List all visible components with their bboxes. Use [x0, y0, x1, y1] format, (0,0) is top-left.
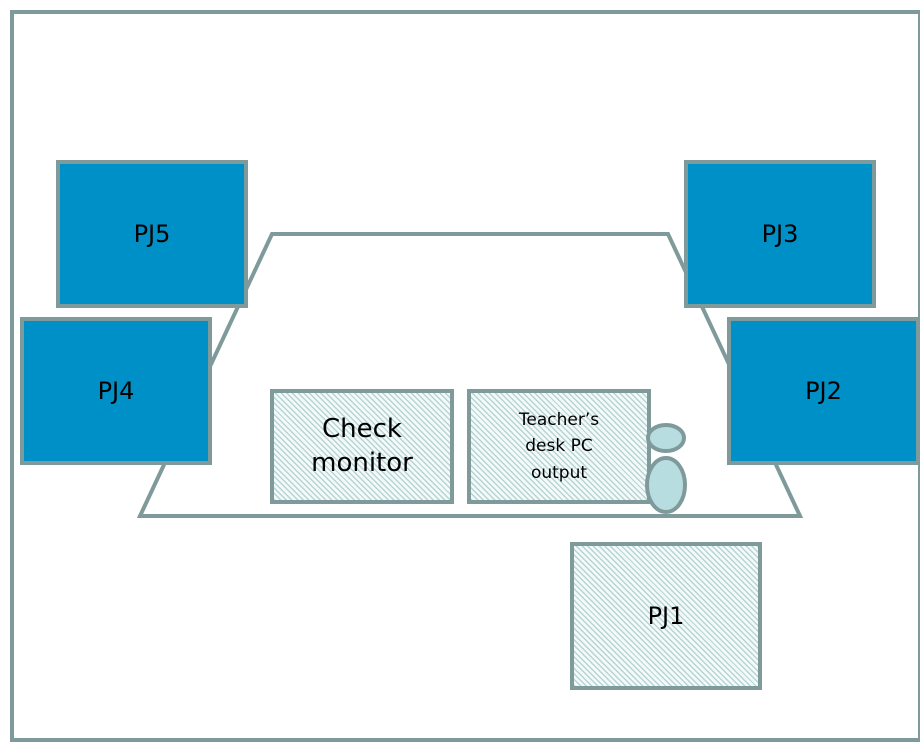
projector-pj1-label: PJ1 [647, 602, 685, 630]
projector-pj3-label: PJ3 [761, 220, 799, 248]
projector-pj1: PJ1 [570, 542, 762, 690]
projector-pj2-label: PJ2 [805, 377, 842, 405]
projector-pj3: PJ3 [684, 160, 876, 308]
check-monitor-label: Check monitor [311, 413, 413, 478]
projector-pj5: PJ5 [56, 160, 248, 308]
teacher-desk-pc-output: Teacher’s desk PC output [467, 389, 651, 504]
room-outline [10, 10, 920, 742]
projector-pj4-label: PJ4 [97, 377, 135, 405]
teacher-desk-pc-output-label: Teacher’s desk PC output [518, 409, 600, 483]
projector-pj5-label: PJ5 [133, 220, 171, 248]
projector-pj4: PJ4 [20, 317, 212, 465]
check-monitor: Check monitor [270, 389, 454, 504]
projector-pj2: PJ2 [727, 317, 920, 465]
